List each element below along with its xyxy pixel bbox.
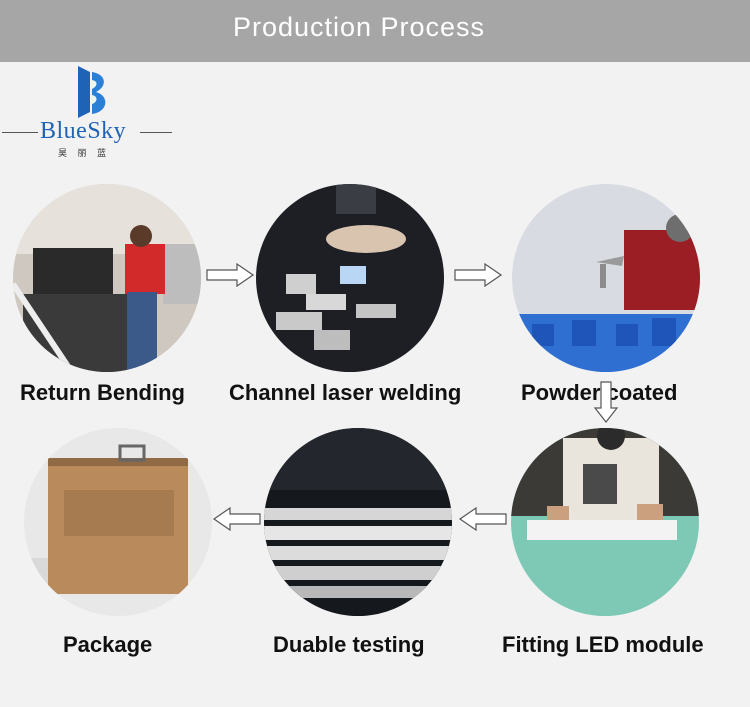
logo-divider-left <box>2 132 38 133</box>
header-banner: Production Process <box>0 0 750 62</box>
step-image-package <box>24 428 212 616</box>
step-label-return-bending: Return Bending <box>20 380 185 405</box>
arrow-right-icon <box>206 262 255 288</box>
arrow-right-icon <box>454 262 503 288</box>
arrow-down-icon <box>593 381 619 423</box>
step-label-duable-testing: Duable testing <box>273 632 425 657</box>
step-label-channel-laser-welding: Channel laser welding <box>229 380 462 405</box>
page-title: Production Process <box>232 12 486 42</box>
step-label-package: Package <box>63 632 153 657</box>
step-label-fitting-led-module: Fitting LED module <box>502 632 704 657</box>
logo-text: BlueSky <box>40 118 127 144</box>
step-image-return-bending <box>13 184 201 372</box>
arrow-left-icon <box>212 506 261 532</box>
bluesky-logo-icon <box>78 66 106 118</box>
step-label-powder-coated: Powder coated <box>521 380 678 405</box>
step-image-duable-testing <box>264 428 452 616</box>
brand-logo: BlueSky 昊 丽 蓝 <box>0 62 180 162</box>
step-image-channel-laser-welding <box>256 184 444 372</box>
arrow-left-icon <box>458 506 507 532</box>
step-image-powder-coated <box>512 184 700 372</box>
logo-subtitle: 昊 丽 蓝 <box>58 148 111 158</box>
step-image-fitting-led-module <box>511 428 699 616</box>
logo-divider-right <box>140 132 172 133</box>
